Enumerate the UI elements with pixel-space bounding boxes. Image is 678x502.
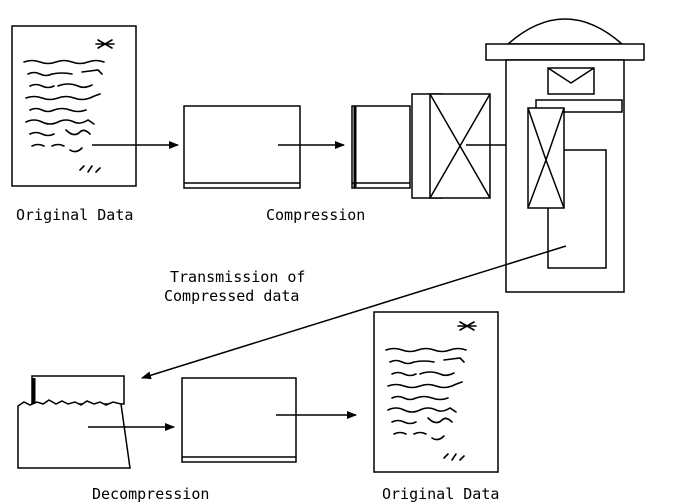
label-decompression: Decompression: [92, 485, 209, 502]
received-box-icon: [17, 375, 131, 469]
label-transmission-line1: Transmission of: [170, 268, 305, 286]
decompression-box-icon: [181, 377, 297, 463]
label-original-data-bottom: Original Data: [382, 485, 499, 502]
label-original-data-top: Original Data: [16, 206, 133, 224]
label-compression: Compression: [266, 206, 365, 224]
transmission-arrow: [141, 245, 567, 380]
compression-box-icon: [183, 105, 301, 189]
restored-document-icon: [373, 311, 499, 473]
compressed-packet-icon: [351, 93, 491, 199]
original-document-icon: [11, 25, 137, 187]
mailbox-icon: [485, 18, 645, 293]
label-transmission-line2: Compressed data: [164, 287, 299, 305]
